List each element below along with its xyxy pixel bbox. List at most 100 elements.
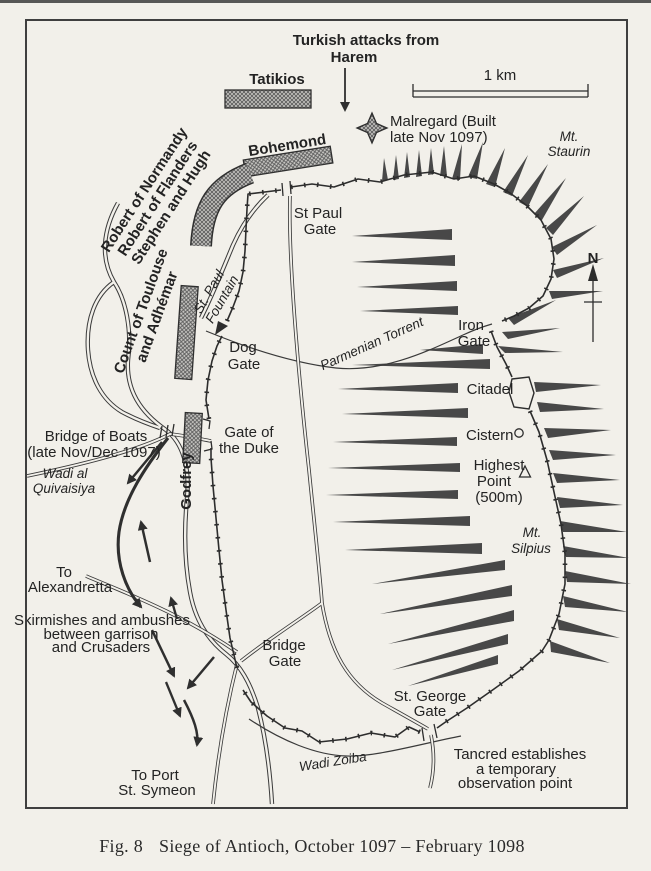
ridge-spur [503,155,528,196]
label-highest-point: Highest [474,457,526,474]
label-godfrey: Godfrey [178,452,195,510]
citadel-outline [508,376,535,410]
svg-text:Gate: Gate [269,653,302,670]
ridge-spur [565,571,631,584]
st-paul-gate-marks [281,180,292,197]
svg-text:Point: Point [477,473,512,490]
ridge-spur [372,560,505,584]
ridge-spur [388,610,514,644]
ridge-spur [393,155,399,180]
gate-of-duke-marks [202,418,213,452]
ridge-spur [534,178,566,220]
figure-caption: Fig. 8 Siege of Antioch, October 1097 – F… [99,836,525,856]
ridge-spur [468,142,483,179]
svg-text:Alexandretta: Alexandretta [28,579,113,596]
ridge-spur [552,225,597,255]
svg-text:Silpius: Silpius [511,541,551,556]
ridge-spur [546,196,584,235]
mountain-ridge-spurs [326,142,631,686]
label-north: N [588,250,599,267]
camp-tatikios [224,89,312,109]
ridge-spur [549,450,616,460]
ridge-spur [345,543,482,554]
ridge-spur [342,408,468,418]
ridge-spur [326,490,458,499]
ridge-spur [537,402,604,412]
svg-text:and Crusaders: and Crusaders [52,639,150,656]
ridge-spur [328,463,460,472]
svg-text:Gate: Gate [458,333,491,350]
caption-fig-number: Fig. 8 [99,836,143,856]
ridge-spur [440,146,447,176]
label-bridge-of-boats: Bridge of Boats [45,428,148,445]
ridge-spur [352,255,455,266]
svg-text:Staurin: Staurin [548,144,591,159]
svg-text:Quivaisiya: Quivaisiya [33,481,96,496]
ridge-spur [498,346,563,353]
parmenian-torrent-stream [205,323,493,370]
dog-gate-mark [215,321,228,335]
label-turkish-attacks: Turkish attacks from [293,32,439,49]
ridge-spur [549,291,603,299]
ridge-spur [333,516,470,526]
movement-arrows [116,68,350,747]
ridge-spur [352,359,490,369]
label-tatikios: Tatikios [249,71,305,88]
map-symbols [355,84,602,478]
malregard-star-icon [355,111,389,145]
ridge-spur [452,144,462,180]
scale-bar [412,84,589,98]
ridge-spur [563,596,628,612]
caption-title: Siege of Antioch, October 1097 – Februar… [159,836,525,856]
label-st-paul-gate: St Paul [294,205,342,222]
label-cistern: Cistern [466,427,514,444]
cistern-circle-icon [514,428,524,438]
svg-text:Gate: Gate [414,703,447,720]
label-dog-gate: Dog [229,339,257,356]
svg-text:Gate: Gate [228,356,261,373]
svg-text:(500m): (500m) [475,489,523,506]
label-wadi-quivaisiya: Wadi al [43,466,89,481]
wadi-zoiba-stream [248,718,462,757]
ridge-spur [534,382,601,392]
ridge-spur [553,258,604,278]
svg-text:Harem: Harem [331,49,378,66]
svg-text:St. Symeon: St. Symeon [118,782,196,799]
label-to-port-symeon: To Port [131,767,179,784]
label-tancred: Tancred establishes [454,746,587,763]
svg-text:late Nov 1097): late Nov 1097) [390,129,488,146]
ridge-spur [333,437,457,446]
highest-point-triangle-icon [518,464,532,478]
ridge-spur [508,300,556,325]
label-iron-gate: Iron [458,317,484,334]
label-st-george-gate: St. George [394,688,467,705]
svg-text:Gate: Gate [304,221,337,238]
ridge-spur [544,428,611,438]
ridge-spur [382,158,388,181]
camp-toulouse [174,284,199,381]
ridge-spur [392,634,508,670]
ridge-spur [519,164,548,207]
city-walls [202,172,565,742]
rivers [88,193,493,804]
ridge-spur [352,229,452,240]
ridge-spur [338,383,458,393]
ridge-spur [553,473,620,483]
ridge-spur [563,546,629,558]
north-arrowhead [588,264,598,281]
label-bridge-gate: Bridge [262,637,305,654]
bridge-of-boats-marks [159,423,175,439]
svg-text:observation point: observation point [458,775,573,792]
ridge-spur [557,497,623,508]
label-scale: 1 km [484,67,517,84]
ridge-spur [550,641,610,663]
ridge-spur [404,152,410,178]
svg-text:between garrison: between garrison [43,626,158,643]
scan-edge-artifact [0,0,651,3]
svg-text:(late Nov/Dec 1097): (late Nov/Dec 1097) [27,444,160,461]
ridge-spur [360,306,458,315]
label-gate-of-duke: Gate of [224,424,274,441]
